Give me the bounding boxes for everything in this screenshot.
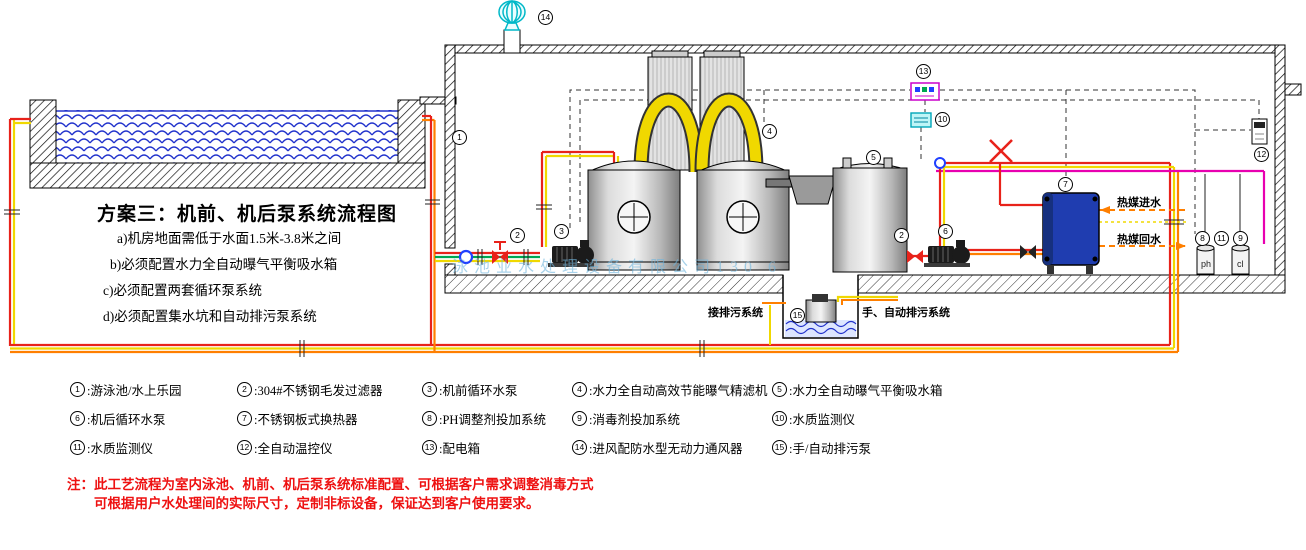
legend-num: 5 <box>772 381 787 397</box>
note-c: c)必须配置两套循环泵系统 <box>103 283 262 298</box>
sump-pit <box>782 275 859 339</box>
legend-item-7: 7:不锈钢板式换热器 <box>237 408 422 428</box>
label-heat-inlet: 热媒进水 <box>1117 197 1161 209</box>
swimming-pool <box>29 96 457 189</box>
note-a: a)机房地面需低于水面1.5米-3.8米之间 <box>117 231 342 246</box>
legend-item-9: 9:消毒剂投加系统 <box>572 408 772 428</box>
callout-ventilator: 14 <box>538 10 553 25</box>
callout-monitor-1: 10 <box>935 112 950 127</box>
legend-item-15: 15:手/自动排污泵 <box>772 437 1002 457</box>
label-heat-return: 热媒回水 <box>1117 234 1161 246</box>
legend-label: :全自动温控仪 <box>254 441 333 456</box>
roof-ventilator <box>498 0 526 31</box>
label-drain-connect: 接排污系统 <box>708 307 763 319</box>
scheme-title: 方案三：机前、机后泵系统流程图 <box>97 204 398 225</box>
callout-power-box: 13 <box>916 64 931 79</box>
legend-num: 2 <box>237 381 252 397</box>
legend: 1:游泳池/水上乐园 2:304#不锈钢毛发过滤器 3:机前循环水泵 4:水力全… <box>70 379 1002 457</box>
legend-num: 8 <box>422 410 437 426</box>
control-boxes <box>910 82 1268 145</box>
legend-item-1: 1:游泳池/水上乐园 <box>70 379 237 399</box>
footnote-line1: 注：此工艺流程为室内泳池、机前、机后泵系统标准配置、可根据客户需求调整消毒方式 <box>67 477 594 492</box>
legend-label: :机后循环水泵 <box>87 412 166 427</box>
legend-num: 10 <box>772 410 787 426</box>
callout-pool: 1 <box>452 130 467 145</box>
heat-medium-lines <box>1099 206 1186 250</box>
legend-item-5: 5:水力全自动曝气平衡吸水箱 <box>772 379 1002 399</box>
legend-item-4: 4:水力全自动高效节能曝气精滤机 <box>572 379 772 399</box>
pre-pump-riser <box>540 150 620 247</box>
legend-label: :手/自动排污泵 <box>789 441 871 456</box>
callout-balance-tank: 5 <box>866 150 881 165</box>
legend-num: 4 <box>572 381 587 397</box>
balance-tank <box>832 157 908 273</box>
legend-num: 15 <box>772 439 787 455</box>
legend-label: :机前循环水泵 <box>439 383 518 398</box>
legend-num: 9 <box>572 410 587 426</box>
legend-num: 14 <box>572 439 587 455</box>
callout-ph-dosing: 8 <box>1195 231 1210 246</box>
footnote-line2: 可根据用户水处理间的实际尺寸，定制非标设备，保证达到客户使用要求。 <box>94 496 540 511</box>
callout-post-pump: 6 <box>938 224 953 239</box>
callout-cl-dosing: 9 <box>1233 231 1248 246</box>
legend-label: :消毒剂投加系统 <box>589 412 680 427</box>
callout-sump-pump: 15 <box>790 308 805 323</box>
note-b: b)必须配置水力全自动曝气平衡吸水箱 <box>110 257 338 272</box>
legend-item-14: 14:进风配防水型无动力通风器 <box>572 437 772 457</box>
pre-pump-group <box>458 240 594 267</box>
callout-pre-pump: 3 <box>554 224 569 239</box>
label-cl: cl <box>1237 259 1244 269</box>
main-pipe-loop <box>8 114 1178 354</box>
legend-label: :水力全自动高效节能曝气精滤机 <box>589 383 768 398</box>
callout-temp-controller: 12 <box>1254 147 1269 162</box>
label-ph: ph <box>1201 259 1212 269</box>
watermark: 泳池业水处理设备有限公司130 6 <box>452 259 783 276</box>
legend-label: :水力全自动曝气平衡吸水箱 <box>789 383 943 398</box>
legend-num: 3 <box>422 381 437 397</box>
callout-monitor-2: 11 <box>1214 231 1229 246</box>
legend-item-2: 2:304#不锈钢毛发过滤器 <box>237 379 422 399</box>
return-manifold <box>934 139 1266 352</box>
legend-item-12: 12:全自动温控仪 <box>237 437 422 457</box>
label-drain-manual-auto: 手、自动排污系统 <box>862 307 950 319</box>
legend-item-10: 10:水质监测仪 <box>772 408 1002 428</box>
legend-num: 13 <box>422 439 437 455</box>
legend-label: :PH调整剂投加系统 <box>439 412 546 427</box>
legend-item-8: 8:PH调整剂投加系统 <box>422 408 572 428</box>
legend-num: 6 <box>70 410 85 426</box>
flange-ticks <box>4 199 1184 357</box>
post-pump-group <box>907 240 1036 267</box>
callout-hair-strainer-2: 2 <box>894 228 909 243</box>
heat-exchanger <box>1042 192 1100 274</box>
callout-hair-strainer-1: 2 <box>510 228 525 243</box>
legend-item-11: 11:水质监测仪 <box>70 437 237 457</box>
note-d: d)必须配置集水坑和自动排污泵系统 <box>103 309 317 324</box>
callout-filter: 4 <box>762 124 777 139</box>
legend-label: :水质监测仪 <box>87 441 153 456</box>
legend-label: :游泳池/水上乐园 <box>87 383 182 398</box>
legend-item-6: 6:机后循环水泵 <box>70 408 237 428</box>
legend-num: 12 <box>237 439 252 455</box>
callout-heat-exchanger: 7 <box>1058 177 1073 192</box>
legend-num: 7 <box>237 410 252 426</box>
legend-label: :进风配防水型无动力通风器 <box>589 441 743 456</box>
legend-label: :水质监测仪 <box>789 412 855 427</box>
legend-item-3: 3:机前循环水泵 <box>422 379 572 399</box>
sump-pump <box>762 294 898 345</box>
transfer-funnel <box>765 175 837 205</box>
legend-num: 1 <box>70 381 85 397</box>
legend-label: :配电箱 <box>439 441 480 456</box>
legend-item-13: 13:配电箱 <box>422 437 572 457</box>
legend-num: 11 <box>70 439 85 455</box>
dosing-units <box>1196 244 1250 275</box>
legend-label: :304#不锈钢毛发过滤器 <box>254 383 383 398</box>
legend-label: :不锈钢板式换热器 <box>254 412 358 427</box>
